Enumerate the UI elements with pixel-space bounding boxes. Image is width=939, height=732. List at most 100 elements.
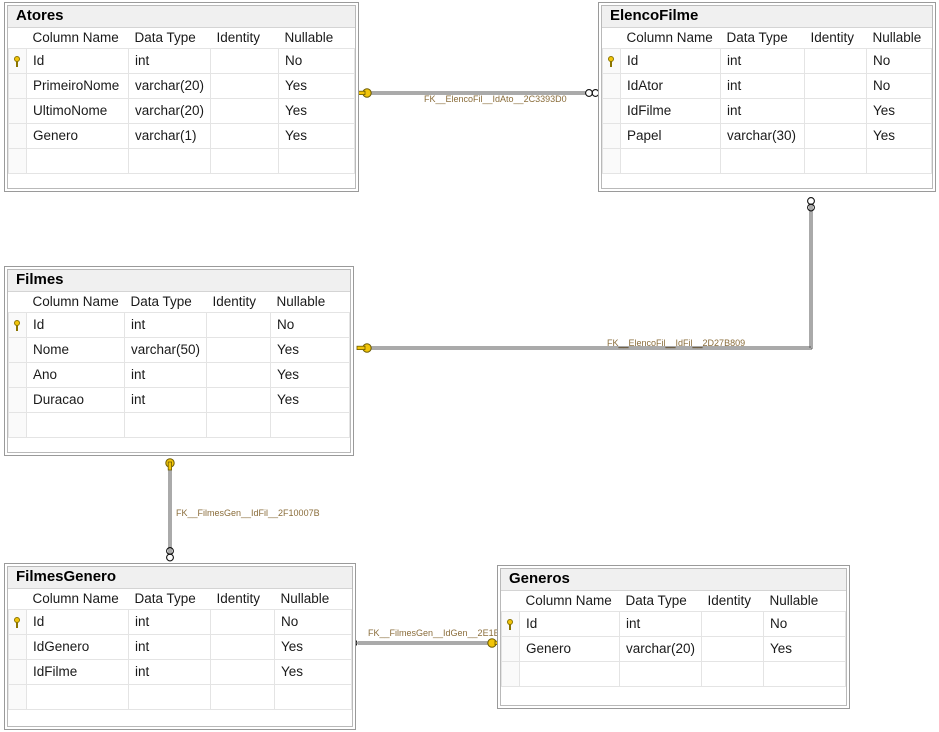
cell-identity[interactable] [206, 337, 271, 363]
cell-column-name[interactable]: Nome [26, 337, 125, 363]
cell-column-name[interactable]: Id [26, 48, 129, 74]
cell-column-name[interactable] [26, 684, 129, 710]
cell-nullable[interactable]: Yes [866, 98, 932, 124]
cell-column-name[interactable]: Duracao [26, 387, 125, 413]
table-filmesgenero[interactable]: FilmesGenero Column Name Data Type Ident… [4, 563, 356, 730]
table-row[interactable] [501, 661, 846, 687]
cell-column-name[interactable]: PrimeiroNome [26, 73, 129, 99]
cell-column-name[interactable] [620, 148, 721, 174]
cell-identity[interactable] [804, 123, 867, 149]
cell-nullable[interactable] [274, 684, 352, 710]
cell-identity[interactable] [210, 684, 275, 710]
relationship-connector-elencofilme-idfilme[interactable] [356, 190, 826, 360]
cell-nullable[interactable]: Yes [274, 659, 352, 685]
cell-data-type[interactable]: int [128, 609, 211, 635]
table-row[interactable] [8, 412, 350, 438]
cell-column-name[interactable] [519, 661, 620, 687]
cell-column-name[interactable]: Papel [620, 123, 721, 149]
cell-nullable[interactable]: No [278, 48, 355, 74]
cell-data-type[interactable]: int [720, 48, 805, 74]
cell-data-type[interactable]: varchar(20) [128, 73, 211, 99]
table-row[interactable] [8, 148, 355, 174]
cell-identity[interactable] [804, 48, 867, 74]
cell-nullable[interactable]: No [866, 48, 932, 74]
cell-column-name[interactable]: UltimoNome [26, 98, 129, 124]
cell-data-type[interactable]: varchar(20) [128, 98, 211, 124]
cell-data-type[interactable] [619, 661, 702, 687]
cell-column-name[interactable]: Ano [26, 362, 125, 388]
cell-data-type[interactable]: int [720, 98, 805, 124]
cell-identity[interactable] [804, 98, 867, 124]
cell-nullable[interactable] [270, 412, 350, 438]
cell-nullable[interactable]: Yes [270, 337, 350, 363]
cell-data-type[interactable]: varchar(20) [619, 636, 702, 662]
cell-nullable[interactable]: Yes [763, 636, 846, 662]
cell-identity[interactable] [210, 123, 279, 149]
cell-data-type[interactable]: int [128, 48, 211, 74]
table-filmes[interactable]: Filmes Column Name Data Type Identity Nu… [4, 266, 354, 456]
cell-identity[interactable] [206, 387, 271, 413]
cell-data-type[interactable]: int [124, 362, 207, 388]
cell-data-type[interactable]: int [128, 634, 211, 660]
cell-column-name[interactable]: Genero [519, 636, 620, 662]
cell-identity[interactable] [210, 98, 279, 124]
cell-column-name[interactable]: Genero [26, 123, 129, 149]
cell-nullable[interactable]: Yes [278, 123, 355, 149]
cell-nullable[interactable]: No [270, 312, 350, 338]
cell-identity[interactable] [210, 73, 279, 99]
cell-identity[interactable] [206, 412, 271, 438]
cell-column-name[interactable]: Id [26, 312, 125, 338]
cell-nullable[interactable] [278, 148, 355, 174]
cell-nullable[interactable] [866, 148, 932, 174]
table-row[interactable] [602, 148, 932, 174]
cell-column-name[interactable]: IdGenero [26, 634, 129, 660]
cell-nullable[interactable] [763, 661, 846, 687]
cell-nullable[interactable]: Yes [278, 98, 355, 124]
cell-identity[interactable] [701, 611, 764, 637]
cell-identity[interactable] [210, 48, 279, 74]
relationship-connector-elencofilme-idator[interactable] [356, 84, 600, 104]
cell-column-name[interactable]: IdFilme [26, 659, 129, 685]
cell-data-type[interactable] [128, 684, 211, 710]
table-elencofilme[interactable]: ElencoFilme Column Name Data Type Identi… [598, 2, 936, 192]
cell-data-type[interactable]: varchar(50) [124, 337, 207, 363]
cell-nullable[interactable]: Yes [274, 634, 352, 660]
cell-data-type[interactable]: varchar(30) [720, 123, 805, 149]
cell-identity[interactable] [210, 634, 275, 660]
cell-data-type[interactable]: int [619, 611, 702, 637]
cell-column-name[interactable]: Id [519, 611, 620, 637]
cell-data-type[interactable]: int [124, 387, 207, 413]
cell-data-type[interactable]: int [128, 659, 211, 685]
cell-nullable[interactable]: Yes [866, 123, 932, 149]
cell-column-name[interactable] [26, 412, 125, 438]
cell-data-type[interactable] [124, 412, 207, 438]
cell-data-type[interactable]: int [124, 312, 207, 338]
cell-nullable[interactable]: Yes [270, 387, 350, 413]
table-atores[interactable]: Atores Column Name Data Type Identity Nu… [4, 2, 359, 192]
cell-column-name[interactable]: Id [26, 609, 129, 635]
cell-identity[interactable] [206, 312, 271, 338]
cell-identity[interactable] [210, 609, 275, 635]
cell-identity[interactable] [206, 362, 271, 388]
cell-data-type[interactable] [128, 148, 211, 174]
cell-nullable[interactable]: No [763, 611, 846, 637]
cell-identity[interactable] [804, 148, 867, 174]
cell-identity[interactable] [210, 148, 279, 174]
cell-identity[interactable] [701, 636, 764, 662]
cell-nullable[interactable]: No [274, 609, 352, 635]
cell-nullable[interactable]: No [866, 73, 932, 99]
